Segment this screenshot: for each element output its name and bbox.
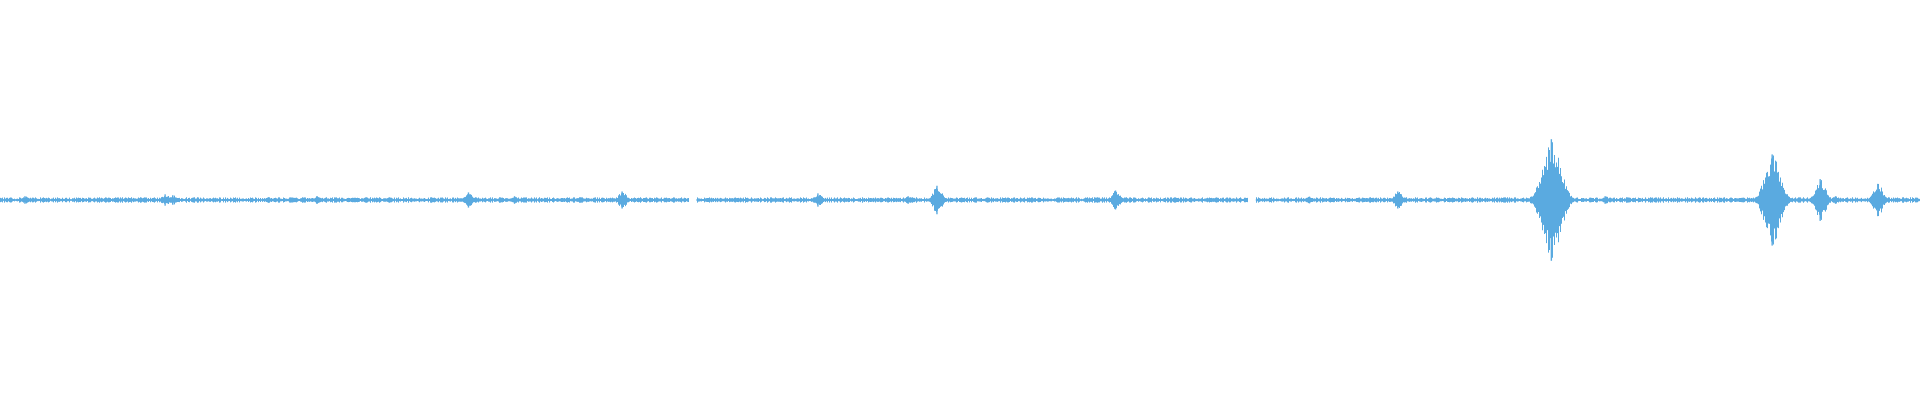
waveform-amplitude-columns	[0, 142, 1920, 258]
waveform-trace	[0, 139, 1920, 261]
